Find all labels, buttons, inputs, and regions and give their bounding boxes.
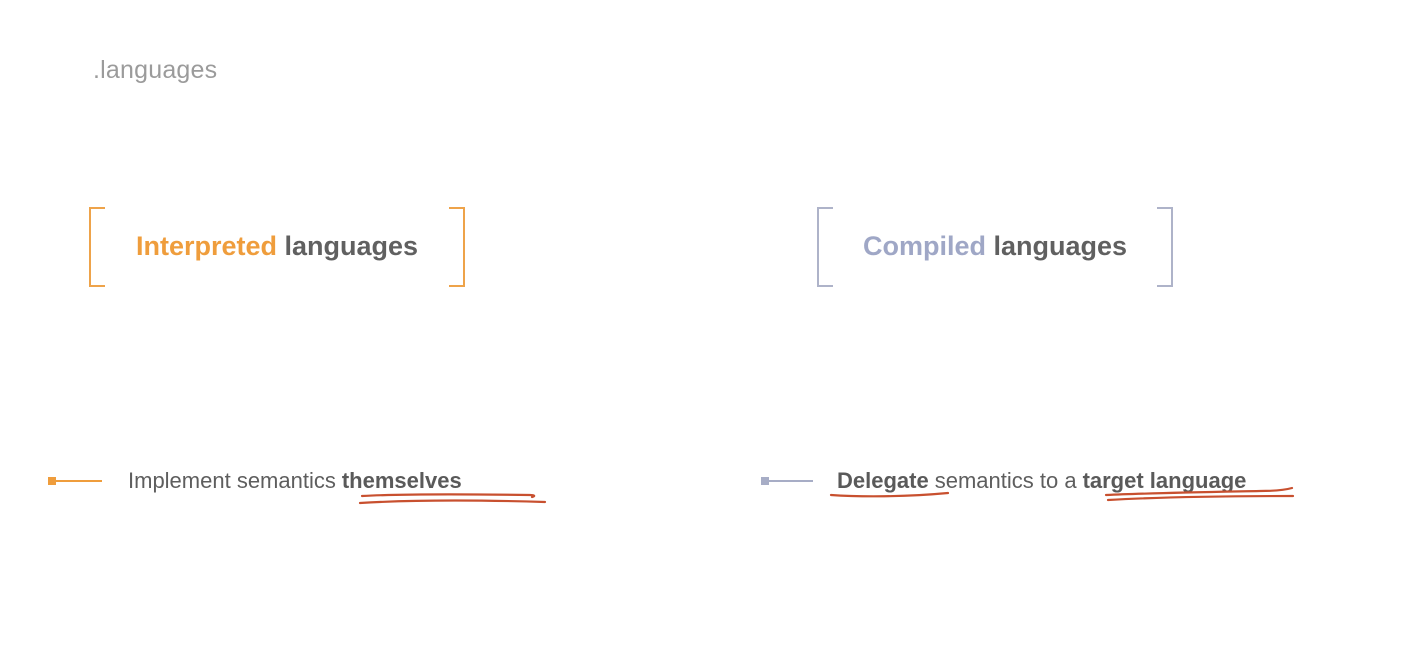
interpreted-heading-rest: languages (284, 231, 419, 261)
underline-target-language-2 (1106, 494, 1295, 502)
right-bracket (449, 207, 465, 287)
interpreted-bullet-plain: Implement semantics (128, 468, 336, 493)
compiled-heading-rest: languages (993, 231, 1128, 261)
compiled-bullet-bold-delegate: Delegate (837, 468, 929, 493)
blue-bullet-marker-icon (761, 476, 813, 486)
compiled-bullet-plain: semantics to a (934, 468, 1077, 493)
left-bracket (89, 207, 105, 287)
right-bracket (1157, 207, 1173, 287)
compiled-heading: Compiled languages (817, 231, 1173, 262)
orange-bullet-marker-icon (48, 476, 102, 486)
compiled-bullet-bold-target: target language (1082, 468, 1247, 493)
interpreted-heading-box: Interpreted languages (89, 207, 465, 287)
slide-section-label: .languages (93, 56, 218, 84)
underline-themselves-2 (358, 499, 547, 505)
interpreted-heading-accent: Interpreted (135, 231, 277, 261)
interpreted-heading: Interpreted languages (89, 231, 465, 262)
interpreted-bullet-bold: themselves (341, 468, 462, 493)
left-bracket (817, 207, 833, 287)
compiled-heading-box: Compiled languages (817, 207, 1173, 287)
compiled-heading-accent: Compiled (862, 231, 986, 261)
